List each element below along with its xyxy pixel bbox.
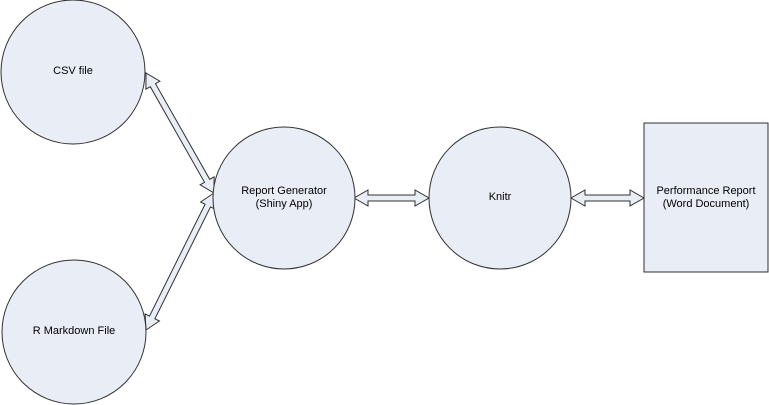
csv-file-node — [0, 0, 146, 145]
knitr-node — [428, 126, 572, 270]
arrow-rmarkdown-generator — [144, 192, 216, 331]
report-generator-node — [212, 126, 356, 270]
arrow-csv-generator — [145, 72, 215, 194]
performance-report-node — [643, 122, 769, 273]
arrow-knitr-report — [569, 189, 646, 207]
arrow-generator-knitr — [352, 189, 431, 207]
r-markdown-file-node — [1, 259, 147, 405]
arrow-layer — [144, 72, 646, 331]
